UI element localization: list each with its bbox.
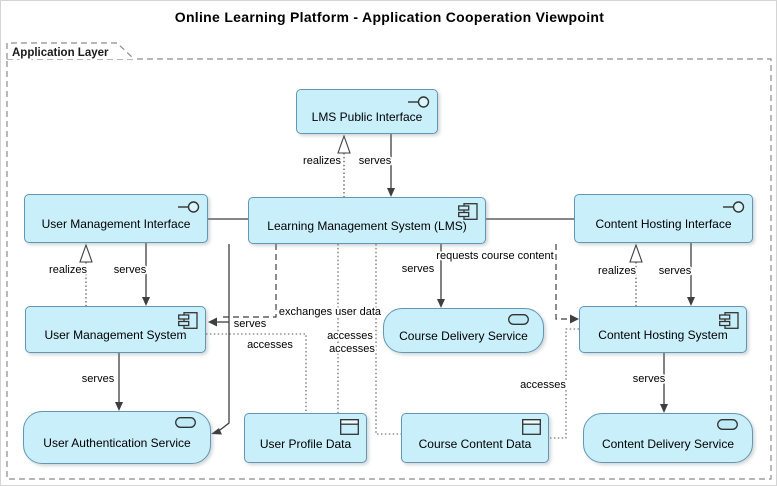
node-user-management-system[interactable]: User Management System bbox=[25, 306, 206, 353]
label-serves-uas: serves bbox=[82, 373, 115, 385]
node-label: Content Hosting Interface bbox=[595, 217, 732, 231]
node-label: Course Content Data bbox=[418, 436, 532, 451]
node-user-profile-data[interactable]: User Profile Data bbox=[244, 413, 367, 463]
label-requests-course-content: requests course content bbox=[436, 250, 553, 262]
interface-icon bbox=[722, 200, 745, 217]
node-user-authentication-service[interactable]: User Authentication Service bbox=[23, 411, 211, 464]
label-accesses-lms-upd: accesses bbox=[327, 330, 373, 342]
access-connectors bbox=[206, 244, 579, 439]
service-icon bbox=[717, 419, 738, 433]
node-label: Learning Management System (LMS) bbox=[267, 219, 467, 233]
node-content-hosting-interface[interactable]: Content Hosting Interface bbox=[574, 194, 753, 243]
node-label: User Management Interface bbox=[41, 217, 191, 231]
label-realizes-chi: realizes bbox=[598, 265, 636, 277]
label-accesses-lms-ccd: accesses bbox=[329, 343, 375, 355]
edge-labels: realizes serves realizes serves realizes… bbox=[47, 153, 693, 393]
node-label: User Profile Data bbox=[259, 436, 352, 451]
label-accesses-ums-upd: accesses bbox=[247, 339, 293, 351]
interface-icon bbox=[177, 200, 200, 217]
service-icon bbox=[175, 417, 196, 431]
component-icon bbox=[458, 203, 478, 223]
node-content-hosting-system[interactable]: Content Hosting System bbox=[579, 306, 747, 353]
diagram-title: Online Learning Platform - Application C… bbox=[174, 9, 605, 25]
node-label: User Authentication Service bbox=[43, 436, 191, 450]
data-object-icon bbox=[340, 419, 359, 438]
node-label: Content Delivery Service bbox=[601, 436, 735, 451]
interface-icon bbox=[407, 95, 430, 112]
node-learning-management-system[interactable]: Learning Management System (LMS) bbox=[248, 197, 486, 244]
node-content-delivery-service[interactable]: Content Delivery Service bbox=[583, 413, 753, 463]
flow-connectors bbox=[220, 244, 579, 324]
serving-connectors bbox=[115, 134, 695, 435]
label-realizes-umi: realizes bbox=[49, 264, 87, 276]
data-object-icon bbox=[522, 419, 541, 438]
node-label: Course Delivery Service bbox=[399, 329, 528, 343]
label-serves-umi: serves bbox=[114, 264, 147, 276]
label-serves-cds: serves bbox=[402, 263, 435, 275]
label-accesses-chs-ccd: accesses bbox=[520, 379, 566, 391]
application-layer-label: Application Layer bbox=[12, 47, 109, 59]
label-serves-lmspi: serves bbox=[359, 155, 392, 167]
label-realizes-lmspi: realizes bbox=[303, 155, 341, 167]
node-course-delivery-service[interactable]: Course Delivery Service bbox=[383, 308, 544, 353]
label-serves-ums: serves bbox=[234, 318, 267, 330]
node-course-content-data[interactable]: Course Content Data bbox=[401, 413, 549, 463]
node-label: Content Hosting System bbox=[598, 328, 728, 342]
label-serves-chi: serves bbox=[659, 265, 692, 277]
label-exchanges-user-data: exchanges user data bbox=[279, 306, 382, 318]
node-user-management-interface[interactable]: User Management Interface bbox=[24, 194, 208, 243]
node-lms-public-interface[interactable]: LMS Public Interface bbox=[296, 89, 438, 134]
component-icon bbox=[178, 312, 198, 332]
realization-connectors bbox=[79, 134, 643, 306]
node-label: User Management System bbox=[44, 328, 187, 342]
label-serves-cdl: serves bbox=[633, 373, 666, 385]
component-icon bbox=[719, 312, 739, 332]
node-label: LMS Public Interface bbox=[311, 110, 423, 124]
service-icon bbox=[508, 314, 529, 328]
application-layer-group[interactable]: Application Layer bbox=[6, 42, 772, 480]
